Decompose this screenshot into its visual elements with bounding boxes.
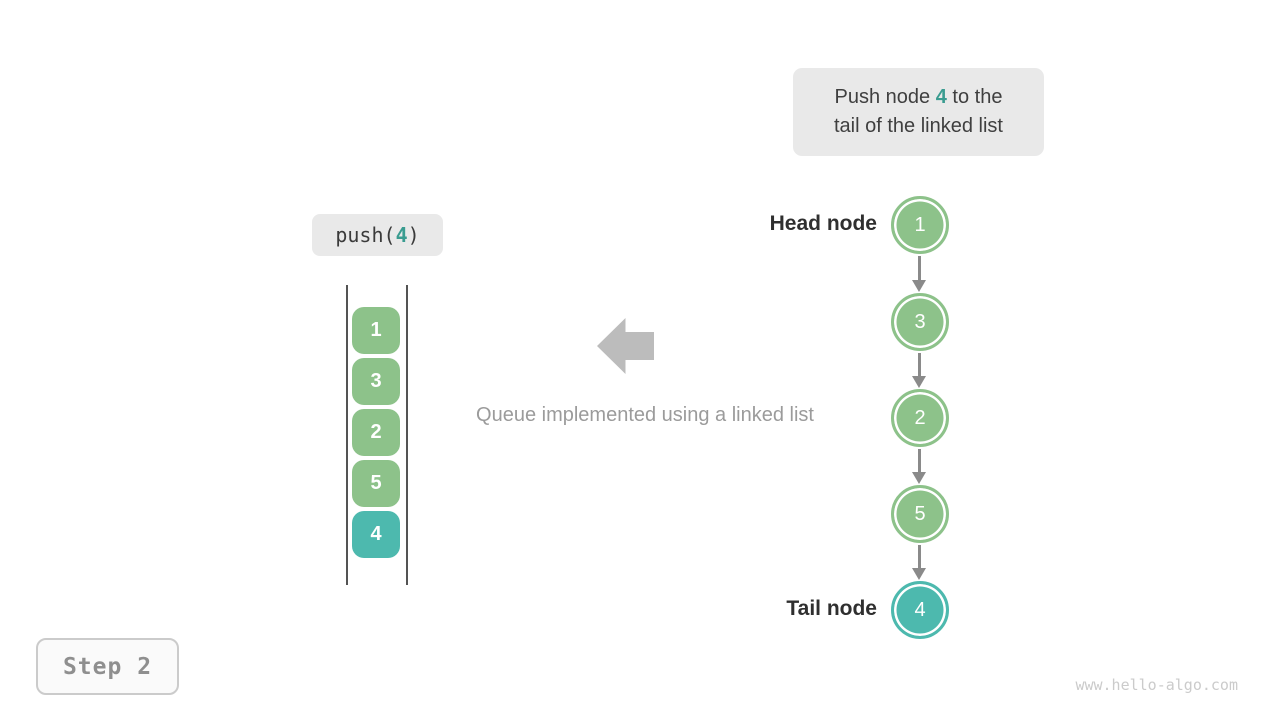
queue-rail-left xyxy=(346,285,348,585)
push-call-label: push(4) xyxy=(312,214,443,256)
push-fn-close: ) xyxy=(407,223,420,247)
watermark: www.hello-algo.com xyxy=(1075,676,1238,694)
linked-list-node: 5 xyxy=(891,485,949,543)
step-badge: Step 2 xyxy=(36,638,179,695)
callout-text-before: Push node xyxy=(834,86,936,108)
arrow-down-icon xyxy=(912,280,926,292)
queue-item: 5 xyxy=(352,460,400,507)
arrow-down-icon xyxy=(912,472,926,484)
linked-list-node: 1 xyxy=(891,196,949,254)
push-fn-open: push( xyxy=(335,223,396,247)
connector-line xyxy=(918,256,921,281)
arrow-down-icon xyxy=(912,568,926,580)
callout-line2: tail of the linked list xyxy=(834,115,1003,137)
connector-line xyxy=(918,353,921,377)
queue-item: 1 xyxy=(352,307,400,354)
queue-rail-right xyxy=(406,285,408,585)
callout-line1: Push node 4 to the xyxy=(835,83,1003,112)
connector-line xyxy=(918,449,921,473)
queue-item-pushed: 4 xyxy=(352,511,400,558)
arrow-down-icon xyxy=(912,376,926,388)
callout-text-after: to the xyxy=(946,86,1003,108)
linked-list-node: 3 xyxy=(891,293,949,351)
tail-node-label: Tail node xyxy=(786,597,877,620)
linked-list-node-tail: 4 xyxy=(891,581,949,639)
connector-line xyxy=(918,545,921,569)
head-node-label: Head node xyxy=(769,212,877,235)
queue-item: 3 xyxy=(352,358,400,405)
callout-highlight-value: 4 xyxy=(935,86,947,108)
left-block-arrow-icon xyxy=(597,318,654,374)
push-arg: 4 xyxy=(395,223,408,247)
linked-list-node: 2 xyxy=(891,389,949,447)
queue-stack: 1 3 2 5 4 xyxy=(352,307,400,558)
diagram-caption: Queue implemented using a linked list xyxy=(476,404,814,426)
push-operation-callout: Push node 4 to the tail of the linked li… xyxy=(793,68,1044,156)
queue-item: 2 xyxy=(352,409,400,456)
